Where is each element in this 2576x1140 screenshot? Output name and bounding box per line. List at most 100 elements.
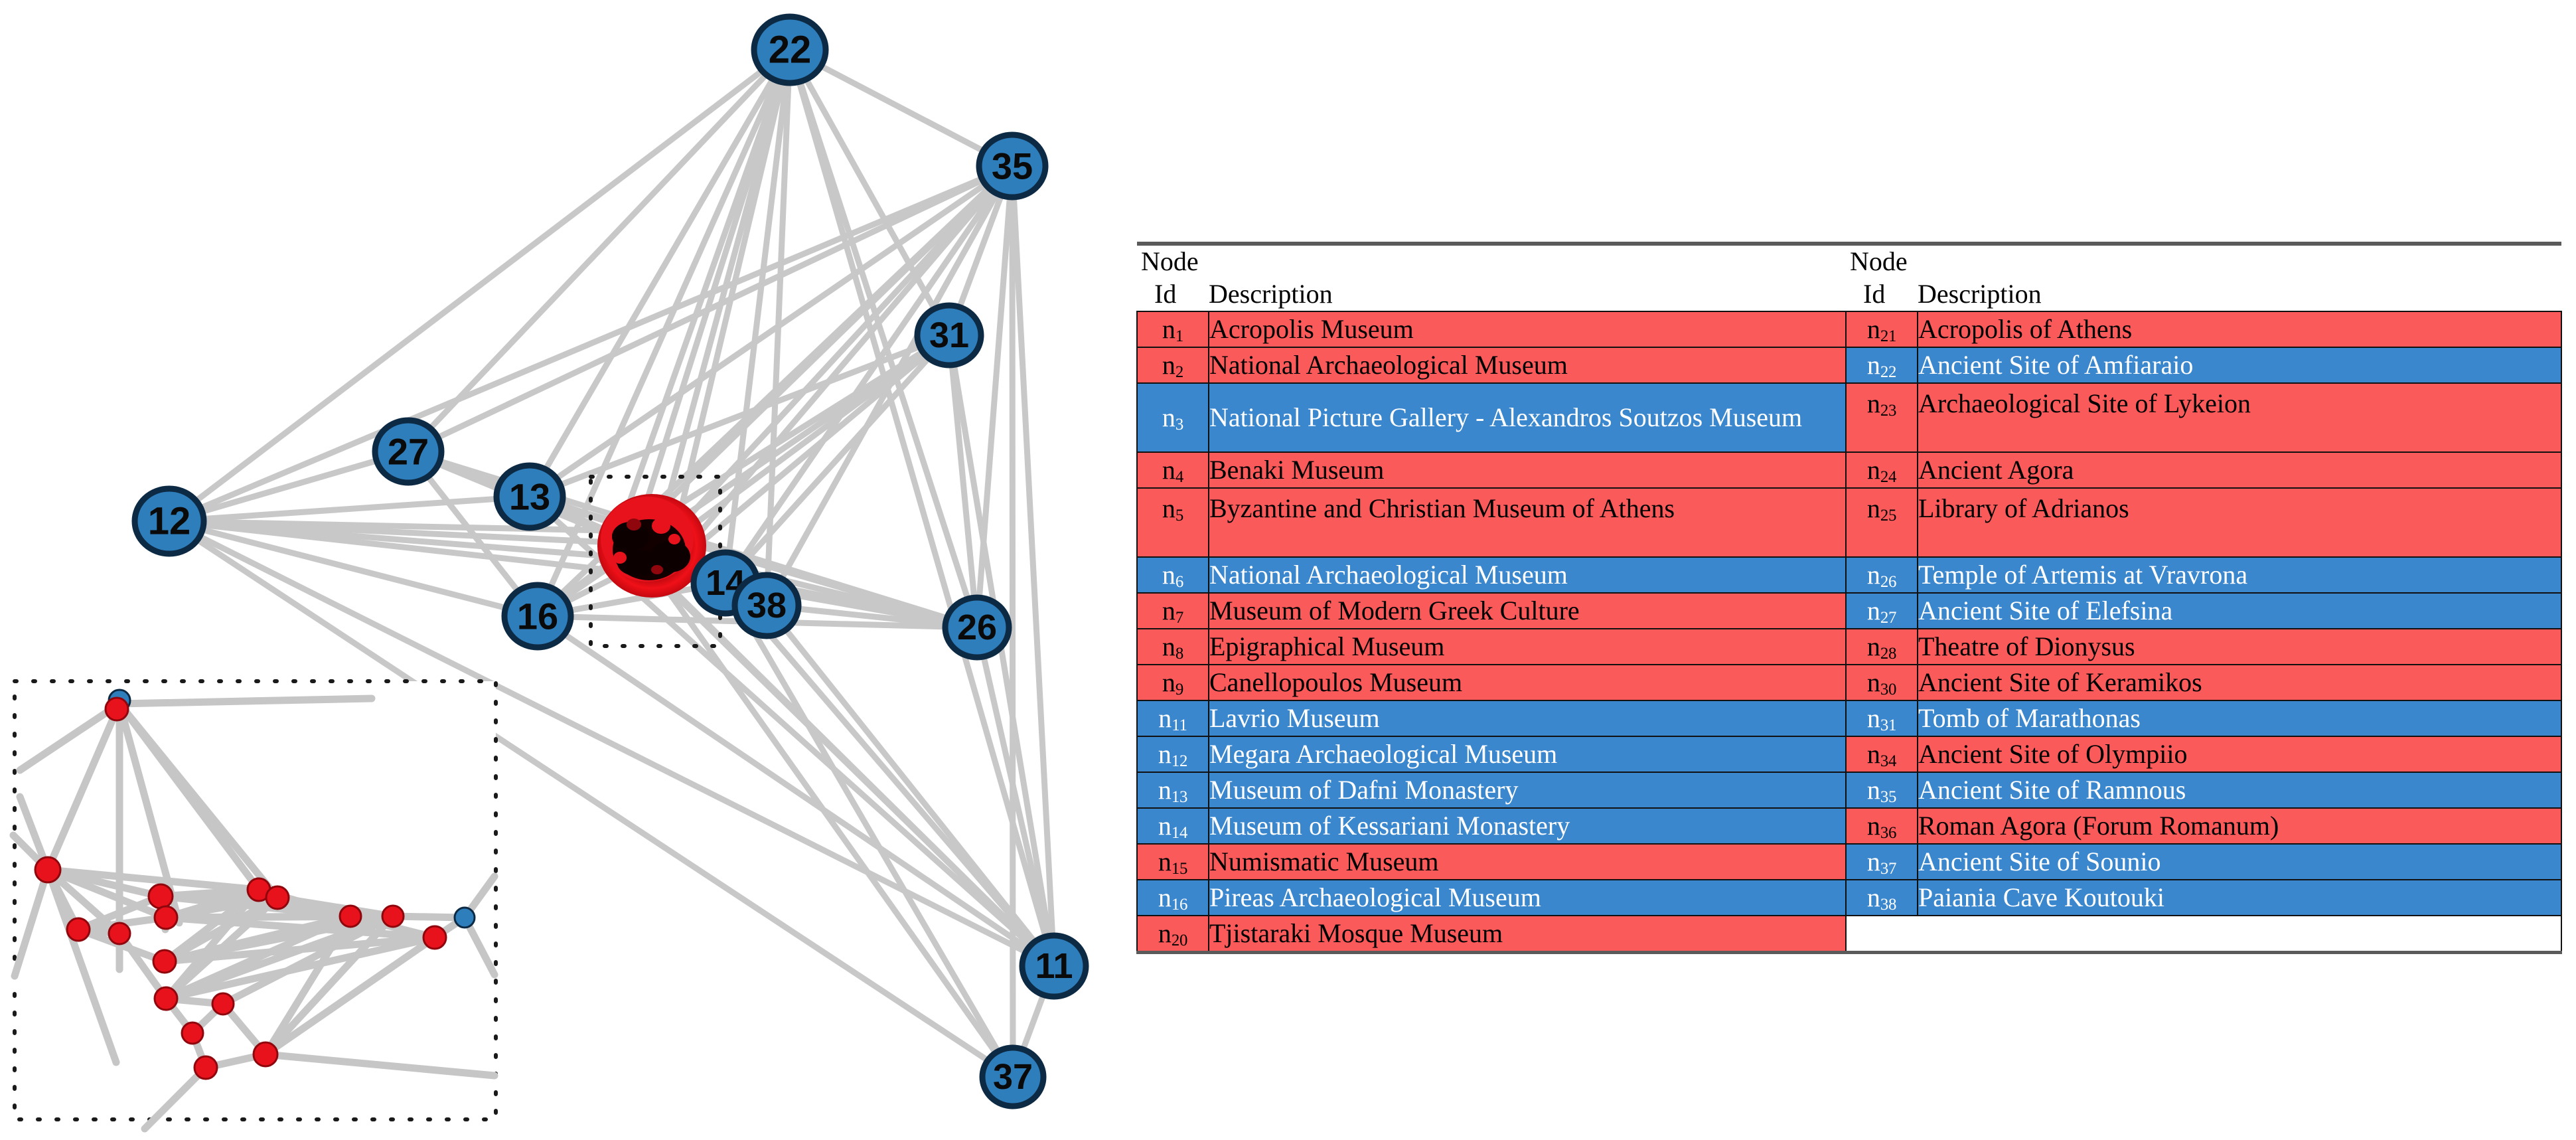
node-description-table: Node Id Description Node Id Description …	[1136, 238, 2562, 957]
table-row[interactable]: n5 Byzantine and Christian Museum of Ath…	[1136, 487, 2562, 558]
row-desc-left: Pireas Archaeological Museum	[1208, 878, 1847, 916]
row-id-left: n2	[1136, 346, 1209, 384]
table-row[interactable]: n8 Epigraphical Museum n28 Theatre of Di…	[1136, 627, 2562, 665]
table-row[interactable]: n2 National Archaeological Museum n22 An…	[1136, 346, 2562, 384]
row-desc-right: Ancient Agora	[1917, 451, 2562, 489]
row-id-right: n37	[1845, 843, 1918, 880]
table-row[interactable]: n4 Benaki Museum n24 Ancient Agora	[1136, 451, 2562, 489]
graph-node-label: 16	[517, 596, 558, 637]
header-node-id-right: Node Id	[1846, 244, 1918, 311]
row-id-left: n16	[1136, 878, 1209, 916]
row-id-right: n36	[1845, 807, 1918, 845]
row-desc-right: Ancient Site of Keramikos	[1917, 663, 2562, 701]
row-id-left: n8	[1136, 627, 1209, 665]
table-row[interactable]: n6 National Archaeological Museum n26 Te…	[1136, 556, 2562, 594]
row-id-right: n24	[1845, 451, 1918, 489]
row-desc-left: National Picture Gallery - Alexandros So…	[1208, 382, 1847, 453]
graph-node-11[interactable]: 11	[1019, 932, 1089, 1000]
graph-node-16[interactable]: 16	[501, 582, 574, 651]
row-desc-left: Byzantine and Christian Museum of Athens	[1208, 487, 1847, 558]
row-id-right: n31	[1845, 699, 1918, 737]
row-id-right: n26	[1845, 556, 1918, 594]
row-desc-right: Library of Adrianos	[1917, 487, 2562, 558]
table-row[interactable]: n9 Canellopoulos Museum n30 Ancient Site…	[1136, 663, 2562, 701]
row-desc-left: National Archaeological Museum	[1208, 556, 1847, 594]
row-blank-right	[1845, 914, 2562, 953]
row-desc-right: Tomb of Marathonas	[1917, 699, 2562, 737]
table-row[interactable]: n7 Museum of Modern Greek Culture n27 An…	[1136, 592, 2562, 629]
table-row[interactable]: n1 Acropolis Museum n21 Acropolis of Ath…	[1136, 310, 2562, 348]
row-desc-left: Benaki Museum	[1208, 451, 1847, 489]
row-id-left: n14	[1136, 807, 1209, 845]
row-id-left: n7	[1136, 592, 1209, 629]
header-id-word-right: Id	[1863, 278, 1886, 309]
table-row[interactable]: n3 National Picture Gallery - Alexandros…	[1136, 382, 2562, 453]
table-row[interactable]: n11 Lavrio Museum n31 Tomb of Marathonas	[1136, 699, 2562, 737]
graph-node-label: 13	[509, 476, 550, 518]
row-desc-left: Canellopoulos Museum	[1208, 663, 1847, 701]
graph-node-22[interactable]: 22	[751, 13, 829, 86]
table-row[interactable]: n20 Tjistaraki Mosque Museum	[1136, 914, 2562, 953]
row-desc-right: Roman Agora (Forum Romanum)	[1917, 807, 2562, 845]
graph-node-35[interactable]: 35	[976, 131, 1049, 201]
row-id-left: n5	[1136, 487, 1209, 558]
row-id-left: n20	[1136, 914, 1209, 953]
graph-node-12[interactable]: 12	[131, 485, 207, 557]
graph-node-38[interactable]: 38	[731, 572, 802, 639]
row-id-left: n13	[1136, 771, 1209, 809]
row-desc-right: Ancient Site of Ramnous	[1917, 771, 2562, 809]
row-desc-right: Archaeological Site of Lykeion	[1917, 382, 2562, 453]
graph-node-31[interactable]: 31	[914, 302, 984, 368]
graph-node-37[interactable]: 37	[979, 1044, 1047, 1109]
row-id-left: n3	[1136, 382, 1209, 453]
header-id-word-left: Id	[1154, 278, 1177, 309]
network-graph: 22 35 31 27 12 13	[9, 13, 1089, 1133]
row-desc-right: Ancient Site of Olympiio	[1917, 735, 2562, 773]
row-id-right: n27	[1845, 592, 1918, 629]
row-desc-right: Paiania Cave Koutouki	[1917, 878, 2562, 916]
graph-node-label: 12	[148, 500, 191, 543]
table-bottom-rule	[1137, 950, 2561, 957]
table-row[interactable]: n13 Museum of Dafni Monastery n35 Ancien…	[1136, 771, 2562, 809]
red-cluster	[597, 494, 706, 598]
row-desc-right: Ancient Site of Elefsina	[1917, 592, 2562, 629]
row-desc-left: Museum of Dafni Monastery	[1208, 771, 1847, 809]
graph-node-26[interactable]: 26	[942, 594, 1012, 661]
node-description-table-panel: Node Id Description Node Id Description …	[1128, 0, 2576, 1140]
row-desc-right: Ancient Site of Sounio	[1917, 843, 2562, 880]
row-id-left: n11	[1136, 699, 1209, 737]
table-header-row: Node Id Description Node Id Description	[1137, 244, 2561, 311]
inset-nodes	[34, 689, 476, 1080]
table-row[interactable]: n16 Pireas Archaeological Museum n38 Pai…	[1136, 878, 2562, 916]
graph-node-label: 35	[992, 145, 1033, 187]
header-description-left: Description	[1209, 244, 1846, 311]
table-row[interactable]: n14 Museum of Kessariani Monastery n36 R…	[1136, 807, 2562, 845]
table-row[interactable]: n12 Megara Archaeological Museum n34 Anc…	[1136, 735, 2562, 773]
row-desc-right: Temple of Artemis at Vravrona	[1917, 556, 2562, 594]
table-row[interactable]: n15 Numismatic Museum n37 Ancient Site o…	[1136, 843, 2562, 880]
graph-panel: 22 35 31 27 12 13	[0, 0, 1128, 1140]
row-desc-right: Acropolis of Athens	[1917, 310, 2562, 348]
row-desc-left: Museum of Modern Greek Culture	[1208, 592, 1847, 629]
cluster-detail-inset	[9, 679, 498, 1133]
row-id-right: n25	[1845, 487, 1918, 558]
row-id-right: n23	[1845, 382, 1918, 453]
row-id-right: n38	[1845, 878, 1918, 916]
table-top-rule	[1137, 238, 2561, 246]
graph-node-label: 11	[1035, 946, 1073, 986]
row-id-left: n4	[1136, 451, 1209, 489]
header-node-word-right: Node	[1850, 246, 1908, 276]
header-node-id-left: Node Id	[1137, 244, 1209, 311]
graph-node-label: 37	[993, 1057, 1033, 1097]
row-desc-left: Museum of Kessariani Monastery	[1208, 807, 1847, 845]
graph-nodes[interactable]: 22 35 31 27 12 13	[131, 13, 1089, 1109]
graph-node-13[interactable]: 13	[493, 462, 566, 531]
graph-node-label: 31	[929, 315, 969, 355]
header-description-right: Description	[1918, 244, 2561, 311]
row-id-left: n6	[1136, 556, 1209, 594]
row-id-left: n15	[1136, 843, 1209, 880]
graph-node-27[interactable]: 27	[372, 417, 445, 486]
row-desc-left: Numismatic Museum	[1208, 843, 1847, 880]
row-id-left: n12	[1136, 735, 1209, 773]
graph-node-label: 26	[957, 608, 997, 647]
